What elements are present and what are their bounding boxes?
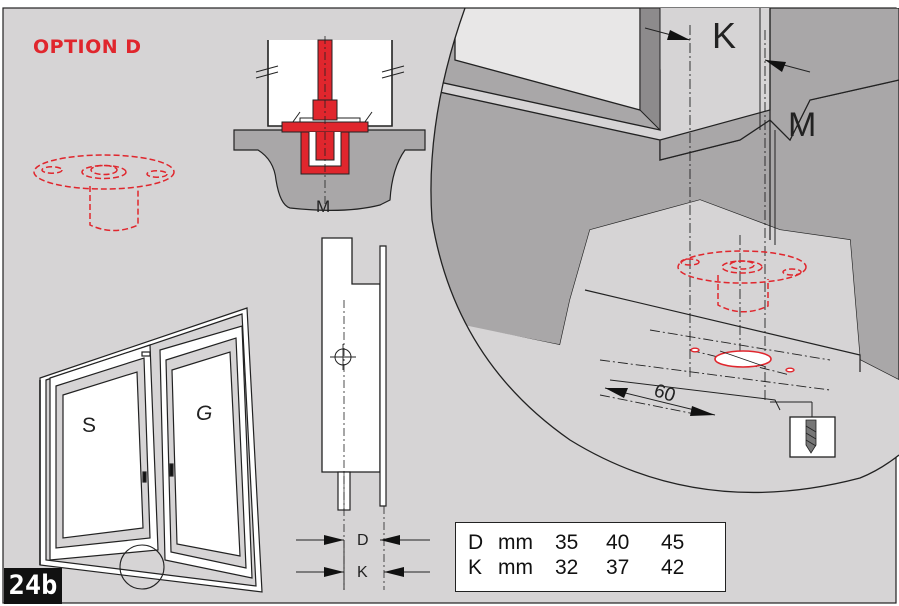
- table-cell-value: 32: [555, 556, 579, 579]
- option-title: OPTION D: [33, 36, 142, 58]
- table-cell-value: 42: [661, 556, 685, 579]
- table-cell-unit: mm: [498, 531, 533, 554]
- figure-number-badge: 24b: [4, 568, 62, 604]
- table-cell-value: 37: [606, 556, 630, 579]
- door-overview: [39, 307, 263, 593]
- hinge-plate-part: [33, 154, 175, 232]
- dimension-table: D mm 35 40 45 K mm 32 37 42: [455, 522, 726, 592]
- dim-label-K-magnified: K: [712, 15, 737, 56]
- dim-label-K: K: [357, 564, 368, 581]
- table-cell-symbol: K: [468, 556, 483, 579]
- magnified-view: [430, 7, 899, 494]
- table-cell-unit: mm: [498, 556, 533, 579]
- table-cell-value: 35: [555, 531, 579, 554]
- dim-label-D: D: [357, 532, 369, 549]
- table-cell-value: 45: [661, 531, 685, 554]
- table-row: D mm 35 40 45: [456, 531, 725, 557]
- table-row: K mm 32 37 42: [456, 556, 725, 582]
- axis-label-M: M: [316, 197, 331, 216]
- hinge-elevation: [296, 237, 430, 590]
- table-cell-value: 40: [606, 531, 630, 554]
- table-cell-symbol: D: [468, 531, 484, 554]
- section-view: [233, 36, 426, 211]
- leaf-label-S: S: [82, 414, 97, 437]
- leaf-label-G: G: [196, 402, 213, 425]
- dim-label-M-magnified: M: [788, 106, 817, 144]
- drill-bit-icon: [770, 401, 836, 458]
